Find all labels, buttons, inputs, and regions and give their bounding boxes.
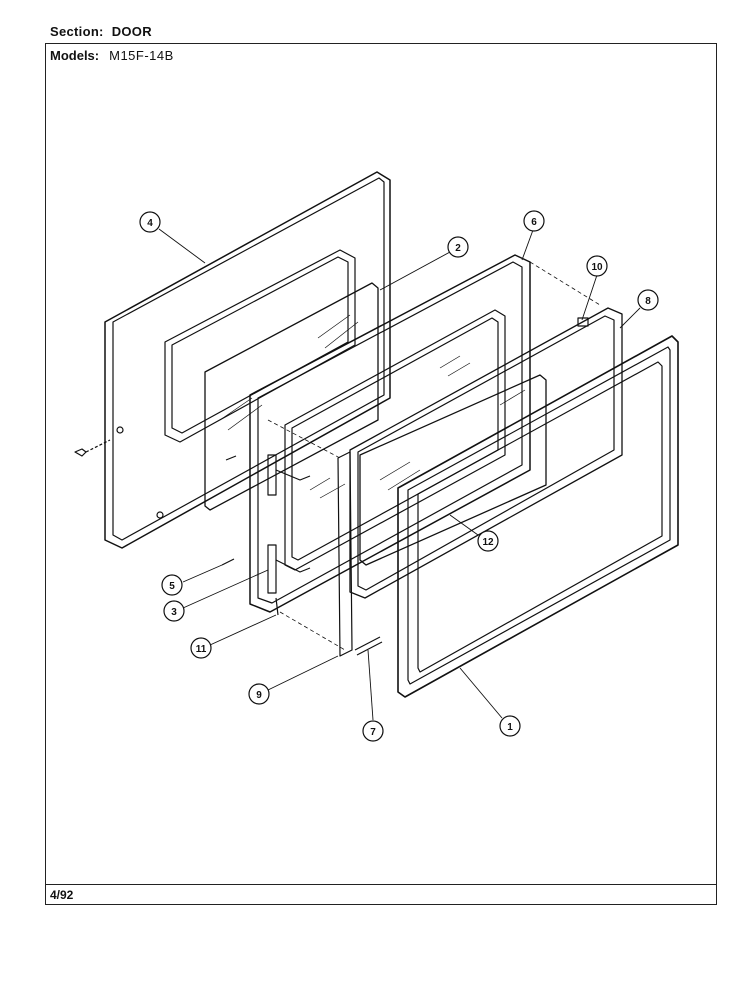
svg-text:2: 2 [455,243,461,254]
revision-date: 4/92 [50,888,74,902]
svg-text:8: 8 [645,296,651,307]
section-heading: Section: DOOR [50,24,152,39]
callout-11: 11 [190,637,212,659]
callout-2: 2 [447,236,469,258]
svg-text:12: 12 [482,537,494,548]
models-heading: Models: M15F-14B [50,48,174,63]
callout-8: 8 [637,289,659,311]
leader-lines [158,228,641,721]
models-value: M15F-14B [109,48,174,63]
callout-6: 6 [523,210,545,232]
diagram-frame [45,43,717,905]
outer-door-panel [104,171,391,549]
callout-7: 7 [362,720,384,742]
inner-glass [204,282,379,511]
outer-glass [359,374,547,566]
callout-labels: 4 2 6 10 8 5 3 11 9 7 1 12 [139,210,659,742]
footer-divider [45,884,717,885]
callout-5: 5 [161,574,183,596]
svg-text:11: 11 [196,644,207,655]
svg-text:1: 1 [507,722,513,733]
section-value: DOOR [111,24,152,39]
svg-text:4: 4 [147,218,153,229]
front-frame [397,335,679,698]
svg-text:9: 9 [256,690,262,701]
svg-text:6: 6 [531,217,537,228]
side-channel [337,451,353,657]
bottom-trim [354,636,383,656]
callout-12: 12 [477,530,499,552]
section-label: Section: [50,24,104,39]
models-label: Models: [50,48,100,63]
hinge-assembly [267,454,311,616]
callout-3: 3 [163,600,185,622]
callout-9: 9 [248,683,270,705]
svg-text:3: 3 [171,607,177,618]
callout-4: 4 [139,211,161,233]
callout-1: 1 [499,715,521,737]
alignment-lines [267,261,601,651]
svg-text:5: 5 [169,581,175,592]
callout-10: 10 [586,255,608,277]
screws [74,439,237,566]
svg-text:10: 10 [591,262,603,273]
svg-text:7: 7 [370,727,376,738]
